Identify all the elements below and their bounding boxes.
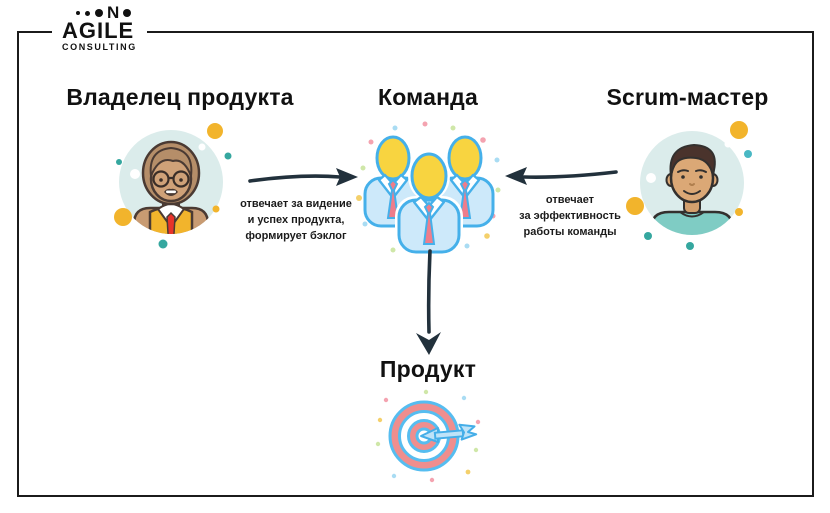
product-target-icon	[372, 388, 484, 484]
target-arrow	[420, 423, 478, 443]
team-icon	[353, 118, 505, 258]
scrum-master-title: Scrum-мастер	[606, 84, 769, 110]
scrum-master-note: отвечает за эффективность работы команды	[519, 194, 621, 238]
product-owner-title: Владелец продукта	[66, 84, 294, 110]
team-title: Команда	[378, 84, 478, 110]
scrum-master-avatar-icon	[626, 116, 758, 252]
arrow-scrum-to-team-icon	[500, 158, 620, 190]
confetti	[375, 389, 481, 483]
arrow-team-to-product-icon	[410, 248, 448, 358]
logo-subtitle: CONSULTING	[62, 42, 137, 52]
logo-dots: N	[62, 3, 137, 22]
logo-brand-name: AGILE	[62, 18, 135, 43]
product-owner-note: отвечает за видение и успех продукта, фо…	[240, 198, 352, 242]
onagile-logo: N AGILE CONSULTING	[52, 3, 147, 54]
product-title: Продукт	[379, 356, 477, 382]
arrow-owner-to-team-icon	[246, 161, 361, 193]
logo-letter-n: N	[107, 3, 120, 22]
product-owner-avatar-icon	[110, 116, 232, 250]
